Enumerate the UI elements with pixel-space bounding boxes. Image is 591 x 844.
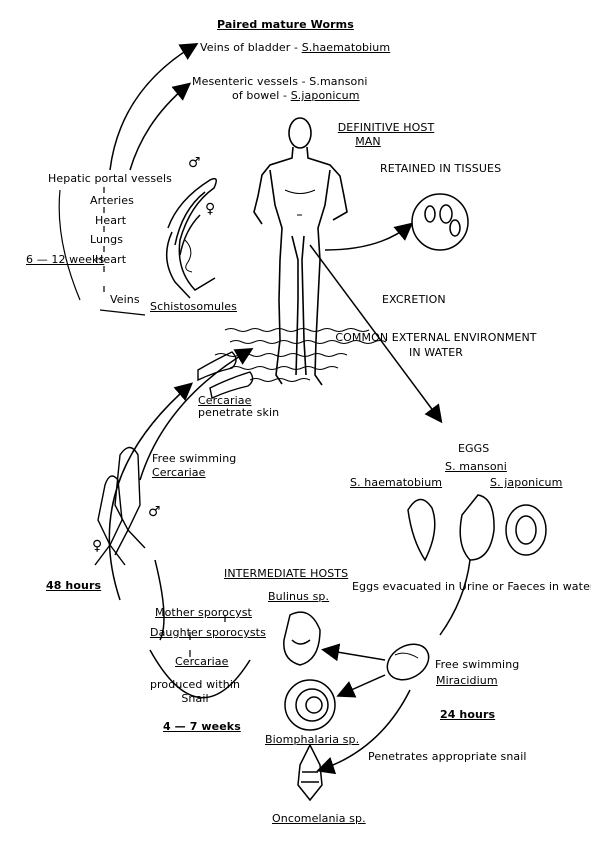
miracidium-drawing (386, 643, 430, 681)
schistosomules-label: Schistosomules (150, 300, 237, 313)
of-bowel-text: of bowel - (232, 89, 291, 102)
hepatic-label: Hepatic portal vessels (48, 172, 173, 185)
environment-label-2: IN WATER (408, 346, 464, 359)
s-mansoni-label: S.mansoni (309, 75, 368, 88)
paired-worms-title: Paired mature Worms (217, 18, 354, 31)
cercariae-penetrate-label: Cercariae (198, 394, 252, 407)
intermediate-hosts-label: INTERMEDIATE HOSTS (224, 567, 349, 580)
definitive-host-label: DEFINITIVE HOST (337, 121, 435, 134)
retained-label: RETAINED IN TISSUES (380, 162, 502, 175)
veins-bladder-label: Veins of bladder - S.haematobium (200, 41, 390, 54)
arrows (108, 42, 471, 775)
eggs-label: EGGS (458, 442, 490, 455)
weeks-4-7-label: 4 — 7 weeks (163, 720, 241, 733)
flow-ticks (58, 187, 226, 657)
s-haematobium-label: S.haematobium (301, 41, 391, 54)
environment-label-1: COMMON EXTERNAL ENVIRONMENT (335, 331, 537, 344)
hours-48-label: 48 hours (46, 579, 102, 592)
of-bowel-label: of bowel - S.japonicum (232, 89, 360, 102)
free-swimming-2-label: Free swimming (435, 658, 520, 671)
s-japonicum-label: S.japonicum (290, 89, 360, 102)
penetrates-label: Penetrates appropriate snail (368, 750, 527, 763)
man-label: MAN (355, 135, 381, 148)
weeks-6-12-label: 6 — 12 weeks (26, 253, 105, 266)
s-haematobium-egg-label: S. haematobium (350, 476, 443, 489)
s-mansoni-egg-label: S. mansoni (445, 460, 507, 473)
cercariae-drawings (94, 351, 254, 566)
veins-bladder-text: Veins of bladder - (200, 41, 302, 54)
hours-24-label: 24 hours (440, 708, 496, 721)
heart-label-1: Heart (95, 214, 127, 227)
cercariae-snail-label: Cercariae (175, 655, 229, 668)
mother-sporocyst-label: Mother sporocyst (155, 606, 252, 619)
mesenteric-label: Mesenteric vessels - S.mansoni (192, 75, 368, 88)
produced-within-label: produced within (149, 678, 241, 691)
s-japonicum-egg-label: S. japonicum (490, 476, 563, 489)
female-symbol: ♀ (205, 201, 216, 217)
excretion-label: EXCRETION (382, 293, 446, 306)
man-figure (253, 117, 348, 386)
free-swimming-label: Free swimming (152, 452, 237, 465)
cercariae-free-label: Cercariae (152, 466, 206, 479)
retained-eggs-circle (411, 193, 469, 251)
bulinus-label: Bulinus sp. (268, 590, 330, 603)
lungs-label: Lungs (90, 233, 124, 246)
daughter-sporocysts-label: Daughter sporocysts (150, 626, 266, 639)
veins-label: Veins (110, 293, 140, 306)
male-symbol-2: ♂ (148, 504, 161, 520)
arteries-label: Arteries (90, 194, 135, 207)
worm-pair (166, 177, 217, 299)
heart-label-2: Heart (95, 253, 127, 266)
eggs-evacuated-label: Eggs evacuated in Urine or Faeces in wat… (352, 580, 591, 593)
oncomelania-label: Oncomelania sp. (272, 812, 366, 825)
female-symbol-2: ♀ (92, 538, 103, 554)
snail-label: Snail (181, 692, 209, 705)
male-symbol: ♂ (188, 155, 201, 171)
penetrate-skin-label: penetrate skin (198, 406, 280, 419)
mesenteric-text: Mesenteric vessels - (192, 75, 310, 88)
snail-drawings (283, 611, 336, 802)
egg-drawings (407, 494, 547, 562)
biomphalaria-label: Biomphalaria sp. (265, 733, 360, 746)
miracidium-label: Miracidium (436, 674, 498, 687)
